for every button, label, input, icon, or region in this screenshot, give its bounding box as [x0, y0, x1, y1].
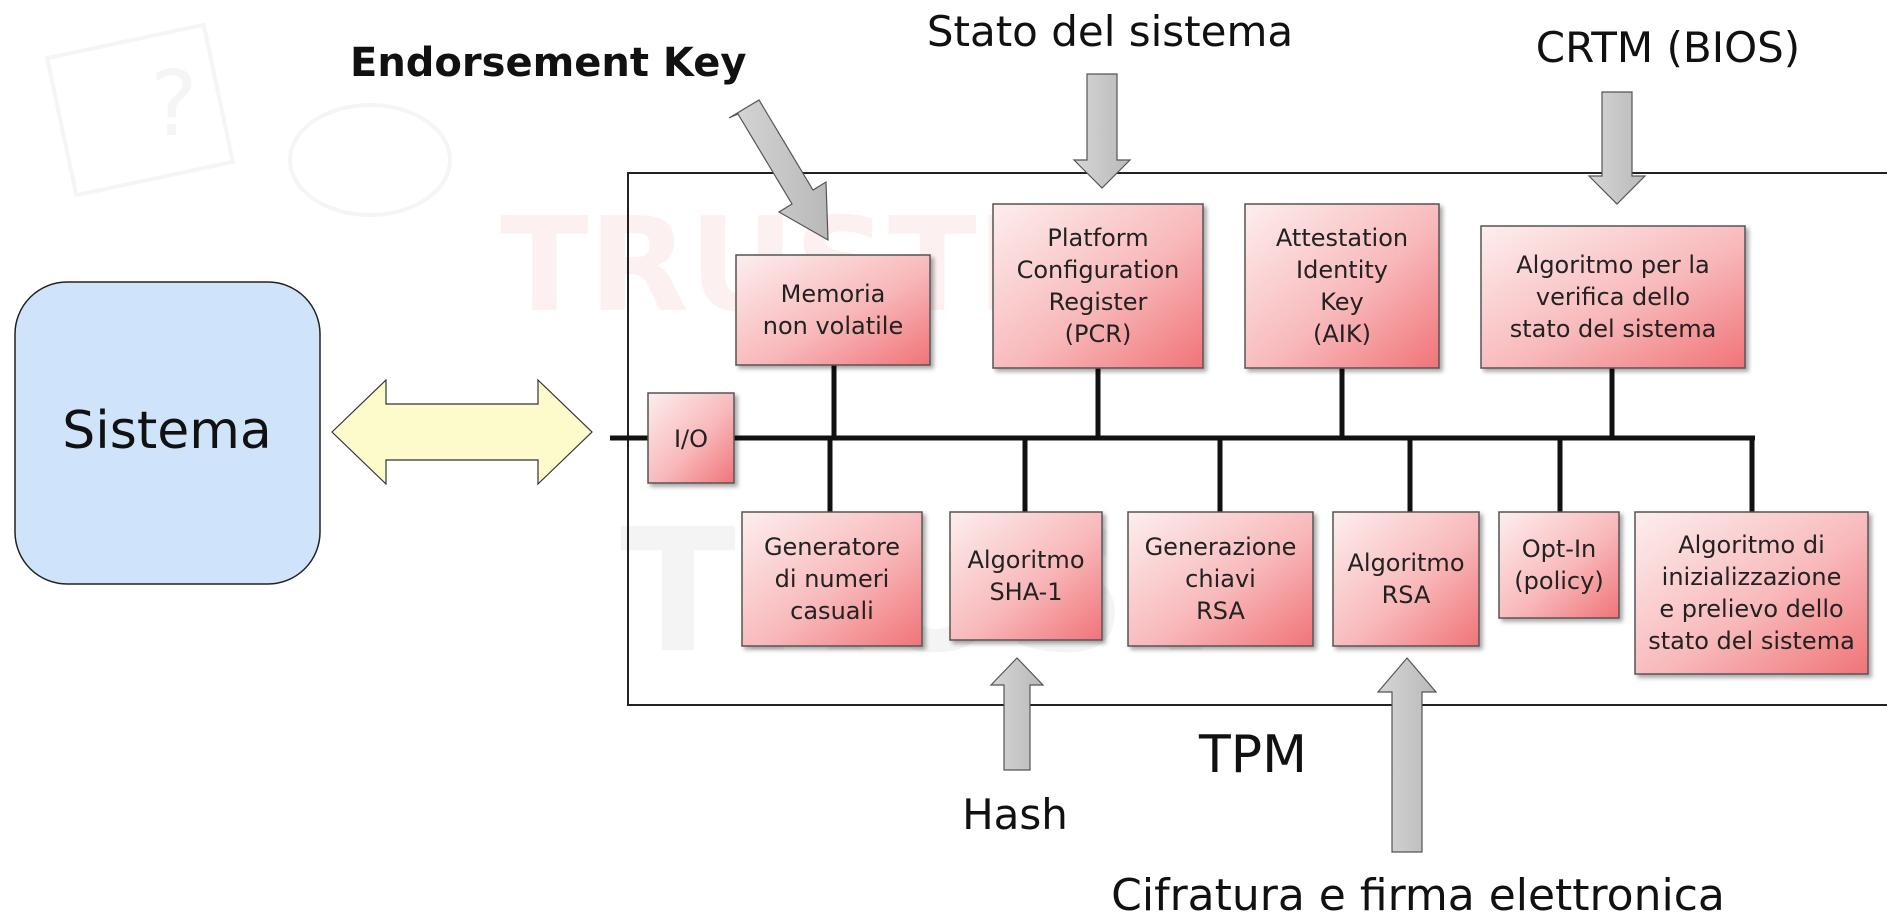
- component-label-line: SHA-1: [989, 578, 1062, 606]
- arrow-endorsement-key: [728, 99, 829, 242]
- component-label-line: stato del sistema: [1648, 627, 1855, 655]
- component-label-line: RSA: [1196, 597, 1245, 625]
- component-init: Algoritmo di inizializzazione e prelievo d…: [1634, 511, 1869, 675]
- component-label-line: Attestation: [1276, 224, 1408, 252]
- component-label-line: Key: [1320, 288, 1364, 316]
- double-arrow: [331, 378, 593, 486]
- component-label-line: (policy): [1514, 567, 1603, 595]
- component-box: [1127, 511, 1314, 647]
- system-bus: [610, 365, 1755, 512]
- hash-label: Hash: [962, 790, 1068, 839]
- tpm-components: Memoria non volatile PlatformConfiguration…: [735, 203, 1869, 675]
- component-box: [1332, 511, 1480, 647]
- stato-sistema-label: Stato del sistema: [927, 7, 1293, 56]
- tpm-label: TPM: [1198, 725, 1307, 785]
- component-label-line: e prelievo dello: [1659, 595, 1843, 623]
- arrow-stato-sistema: [1072, 73, 1132, 189]
- component-label-line: Algoritmo: [967, 546, 1084, 574]
- io-label: I/O: [674, 425, 708, 453]
- component-rng: Generatore di numeri casuali: [741, 511, 923, 647]
- component-label-line: Platform: [1047, 224, 1148, 252]
- arrow-hash: [989, 657, 1045, 771]
- component-memoria: Memoria non volatile: [735, 254, 931, 366]
- component-label-line: Algoritmo: [1347, 549, 1464, 577]
- sistema-label: Sistema: [62, 401, 271, 461]
- component-label-line: Generatore: [764, 533, 900, 561]
- component-label-line: casuali: [790, 597, 874, 625]
- endorsement-key-label: Endorsement Key: [350, 40, 746, 86]
- crtm-label: CRTM (BIOS): [1536, 23, 1800, 72]
- component-label-line: (AIK): [1313, 320, 1371, 348]
- component-box: [949, 511, 1103, 641]
- component-label-line: chiavi: [1185, 565, 1256, 593]
- component-label-line: Register: [1049, 288, 1148, 316]
- component-label-line: Algoritmo per la: [1516, 251, 1710, 279]
- cifratura-label: Cifratura e firma elettronica: [1111, 870, 1725, 920]
- sistema-node: Sistema: [14, 281, 321, 585]
- arrow-crtm: [1587, 91, 1647, 205]
- component-label-line: Configuration: [1017, 256, 1180, 284]
- component-verifica: Algoritmo per la verifica dello stato del …: [1480, 225, 1746, 369]
- component-box: [1634, 511, 1869, 675]
- component-label-line: di numeri: [775, 565, 890, 593]
- component-label-line: Generazione: [1145, 533, 1297, 561]
- component-box: [741, 511, 923, 647]
- svg-text:?: ?: [150, 52, 198, 157]
- component-label-line: inizializzazione: [1662, 563, 1842, 591]
- component-optin: Opt-In (policy): [1498, 511, 1620, 619]
- input-arrows: [728, 73, 1647, 853]
- io-component: I/O: [647, 392, 735, 484]
- component-label-line: Opt-In: [1522, 535, 1596, 563]
- component-label-line: Identity: [1296, 256, 1388, 284]
- component-label-line: RSA: [1382, 581, 1431, 609]
- component-box: [992, 203, 1204, 369]
- component-label-line: (PCR): [1065, 320, 1132, 348]
- component-label-line: stato del sistema: [1510, 315, 1717, 343]
- component-label-line: non volatile: [763, 312, 904, 340]
- component-box: [1244, 203, 1440, 369]
- component-box: [735, 254, 931, 366]
- component-label-line: verifica dello: [1536, 283, 1690, 311]
- component-box: [1498, 511, 1620, 619]
- component-label-line: Memoria: [781, 280, 886, 308]
- component-box: [1480, 225, 1746, 369]
- component-label-line: Algoritmo di: [1678, 531, 1825, 559]
- arrow-cifratura: [1376, 657, 1438, 853]
